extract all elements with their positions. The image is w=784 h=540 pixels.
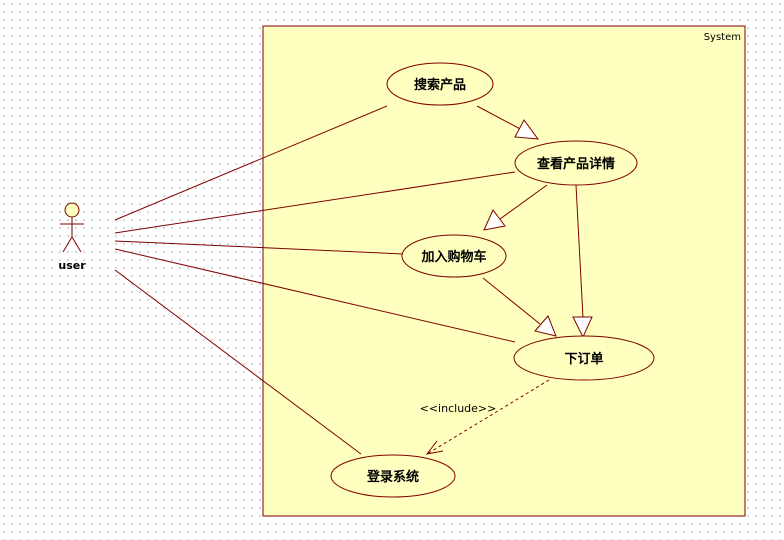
use-case-login-label: 登录系统 (366, 469, 419, 485)
arrow-view-details-to-place-order[interactable] (572, 184, 593, 339)
arrow-add-cart-to-place-order[interactable] (482, 277, 557, 337)
use-case-add-cart[interactable]: 加入购物车 (401, 234, 507, 278)
use-case-add-cart-label: 加入购物车 (420, 249, 486, 265)
use-case-login-ellipse[interactable] (330, 454, 456, 498)
association-lines (114, 105, 516, 455)
association-user-login[interactable] (114, 269, 362, 455)
use-case-search-ellipse[interactable] (386, 62, 494, 106)
actor-left-leg (62, 236, 73, 253)
use-case-place-order-label: 下订单 (564, 351, 603, 367)
association-user-search[interactable] (114, 105, 388, 221)
association-user-view-details[interactable] (114, 171, 516, 234)
flow-arrows (476, 105, 593, 339)
actor-head-icon (64, 202, 80, 218)
use-case-search-label: 搜索产品 (414, 77, 466, 93)
system-boundary-label: System (704, 32, 741, 43)
actor-label: user (58, 259, 86, 272)
include-arrow-head (425, 440, 444, 455)
use-case-view-details[interactable]: 查看产品详情 (514, 140, 638, 186)
actor-right-leg (71, 236, 82, 253)
include-stereotype-label: <<include>> (420, 402, 497, 415)
use-case-view-details-label: 查看产品详情 (536, 156, 615, 172)
use-case-search[interactable]: 搜索产品 (386, 62, 494, 106)
arrow-search-to-view-details[interactable] (476, 105, 540, 140)
include-dependency[interactable]: <<include>> (420, 379, 550, 455)
use-case-login[interactable]: 登录系统 (330, 454, 456, 498)
association-user-add-cart[interactable] (114, 240, 405, 255)
system-boundary-box[interactable] (262, 25, 746, 517)
use-case-place-order-ellipse[interactable] (513, 335, 655, 381)
actor-user[interactable]: user (58, 202, 86, 272)
use-case-view-details-ellipse[interactable] (514, 140, 638, 186)
use-case-place-order[interactable]: 下订单 (513, 335, 655, 381)
system-boundary[interactable]: System (262, 25, 746, 517)
association-user-place-order[interactable] (114, 248, 516, 343)
arrow-view-details-to-add-cart[interactable] (483, 184, 548, 231)
use-case-add-cart-ellipse[interactable] (401, 234, 507, 278)
